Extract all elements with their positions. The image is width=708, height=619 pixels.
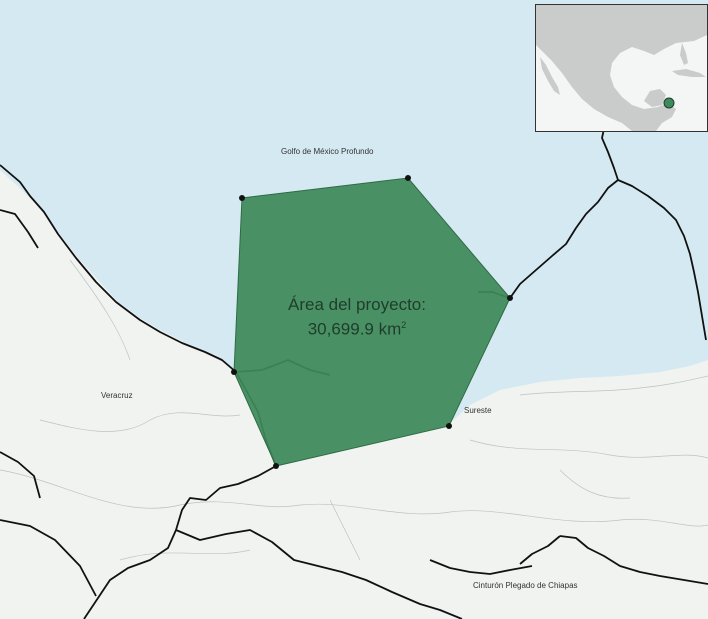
- chiapas-label: Cinturón Plegado de Chiapas: [473, 581, 578, 590]
- locator-inset-map: [535, 4, 708, 132]
- vertex-marker: [405, 175, 411, 181]
- inset-florida: [680, 43, 688, 65]
- vertex-marker: [507, 295, 513, 301]
- project-area-unit-exponent: 2: [401, 320, 407, 330]
- vertex-marker: [273, 463, 279, 469]
- minor-lines: [0, 259, 708, 561]
- inset-yucatan: [644, 89, 666, 107]
- vertex-marker: [446, 423, 452, 429]
- project-area-title: Área del proyecto:: [288, 295, 426, 314]
- polygon-vertices: [231, 175, 513, 469]
- inset-project-marker: [663, 97, 675, 109]
- vertex-marker: [231, 369, 237, 375]
- veracruz-label: Veracruz: [101, 391, 133, 400]
- project-area-value: 30,699.9 km2: [257, 315, 457, 340]
- project-area-number: 30,699.9 km: [307, 319, 402, 339]
- vertex-marker: [239, 195, 245, 201]
- gulf-label: Golfo de México Profundo: [281, 147, 374, 156]
- inset-land: [536, 5, 707, 131]
- inset-canvas: [536, 5, 707, 131]
- sureste-label: Sureste: [464, 406, 492, 415]
- inset-cuba: [672, 69, 706, 77]
- inset-baja: [540, 57, 560, 95]
- project-area-label: Área del proyecto: 30,699.9 km2: [257, 294, 457, 340]
